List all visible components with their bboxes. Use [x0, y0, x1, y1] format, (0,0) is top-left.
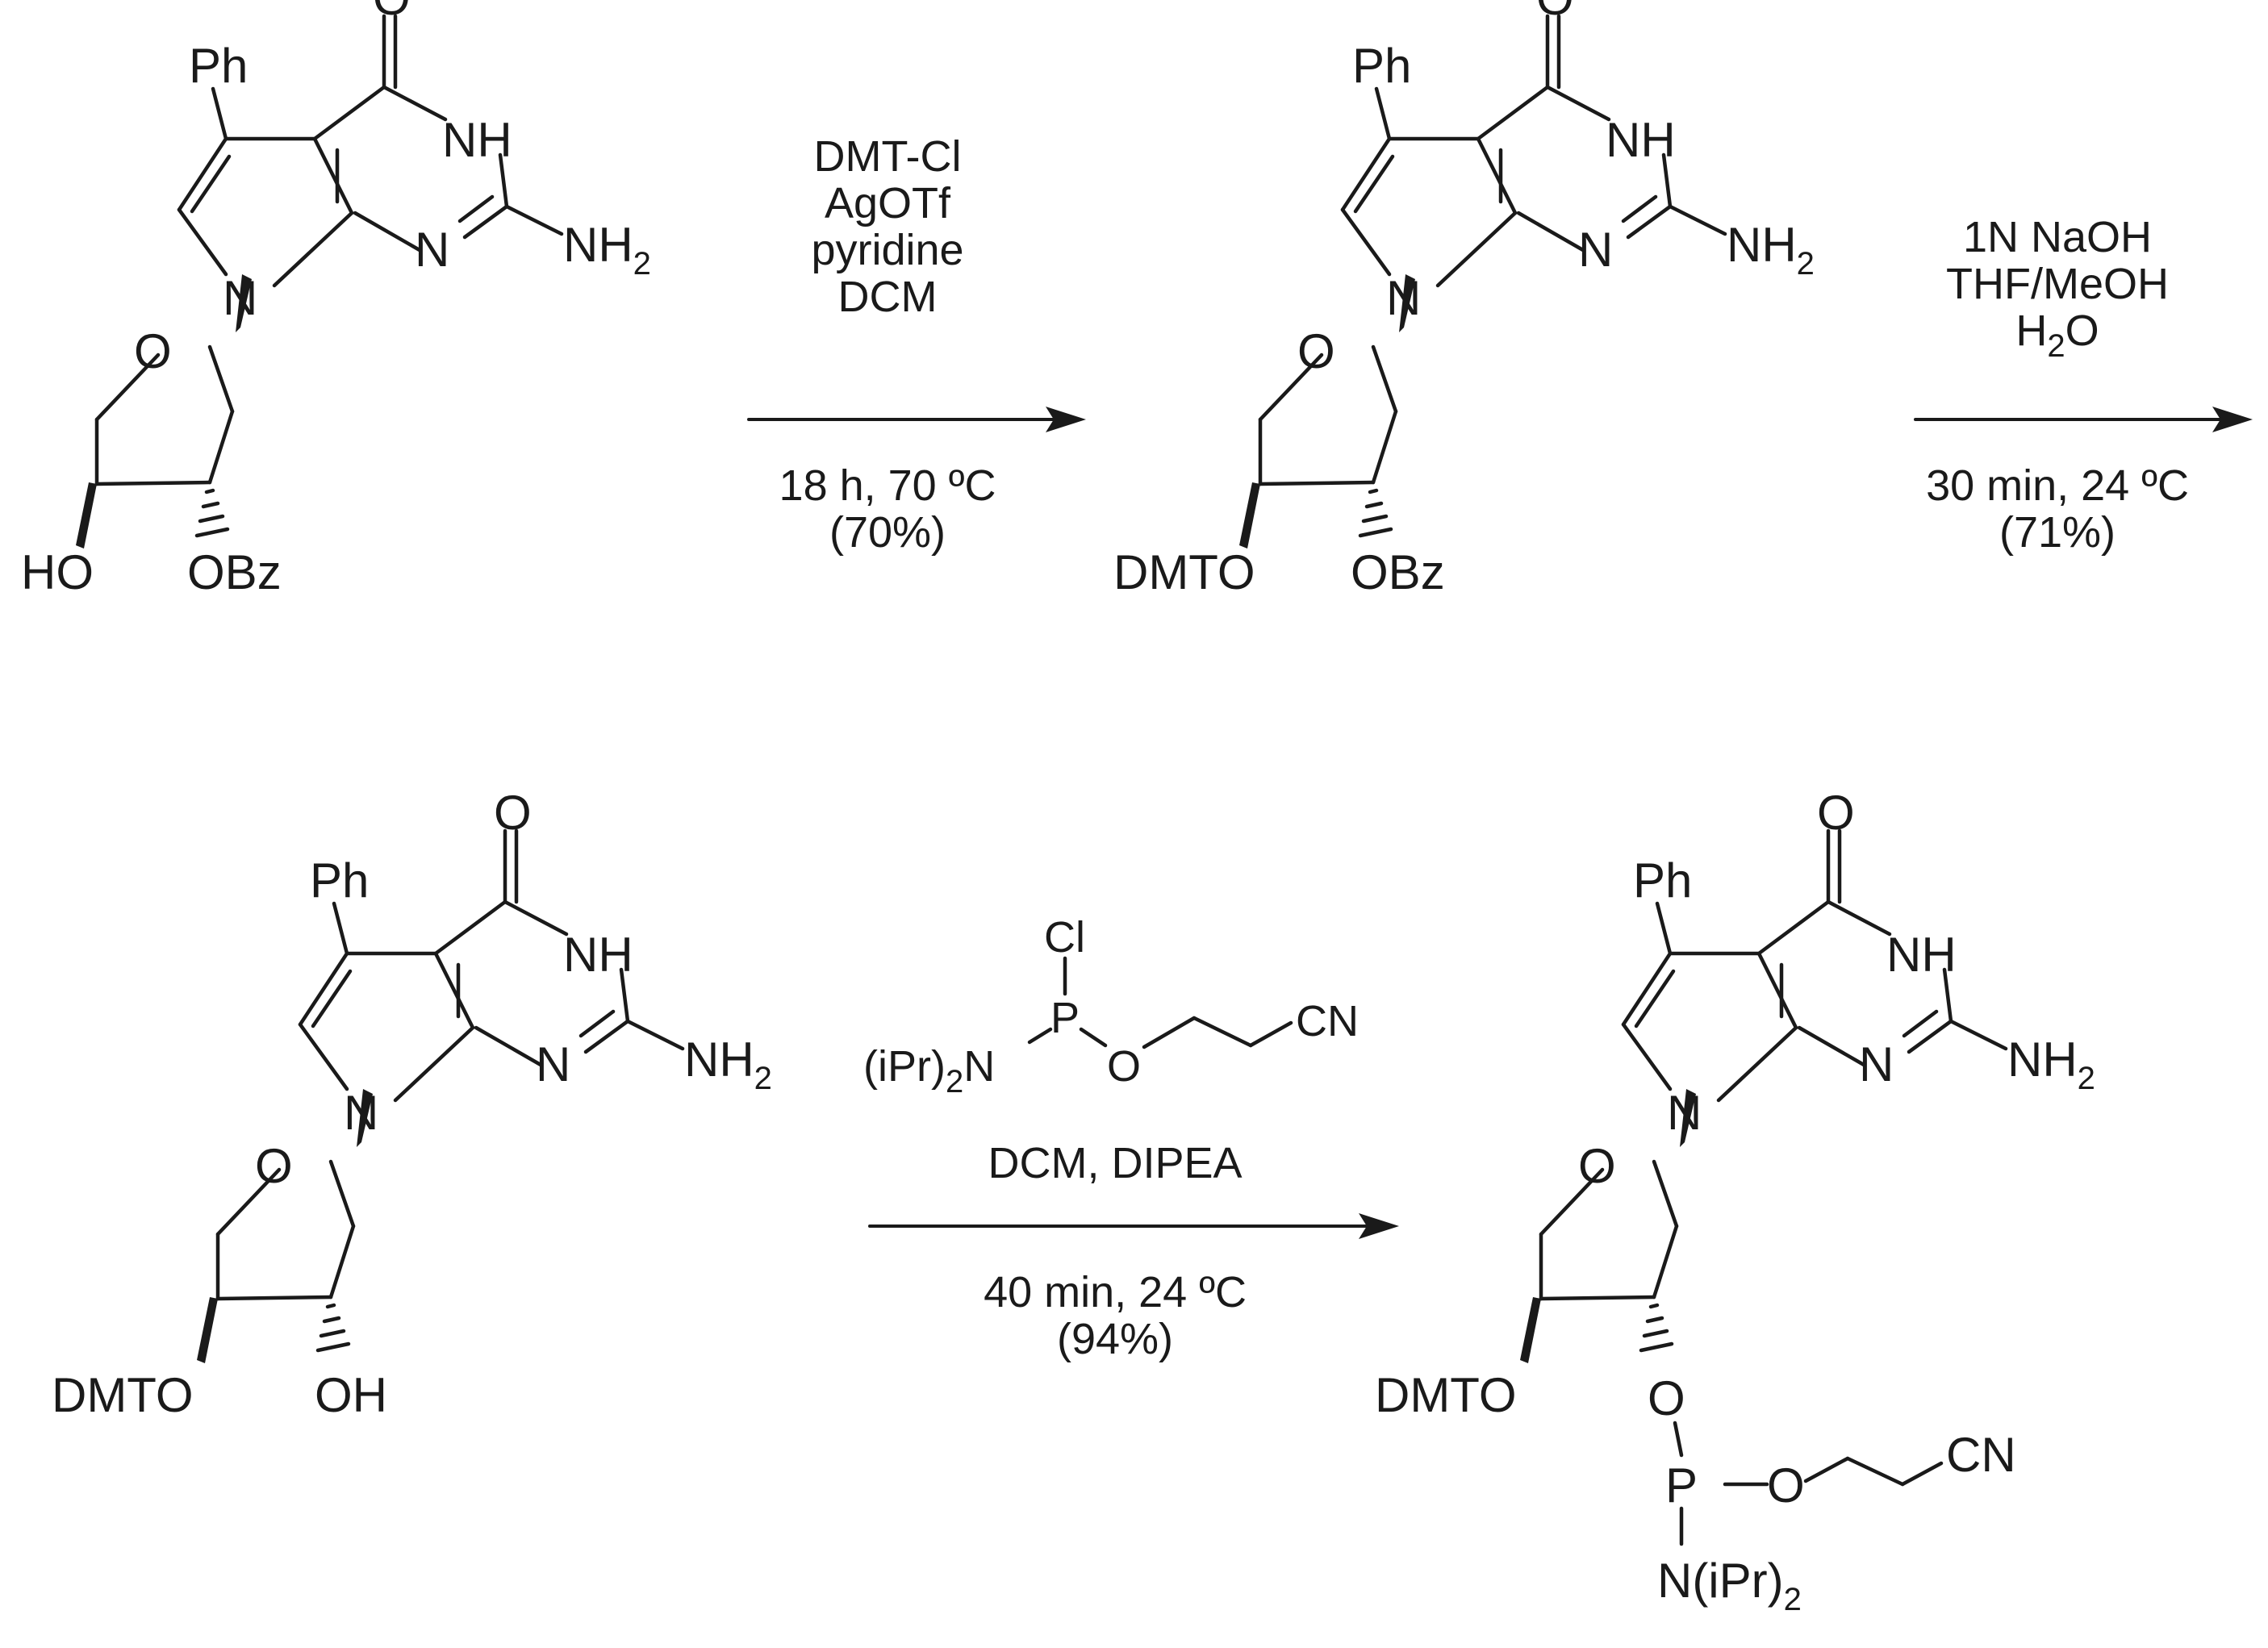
phenyl-label: Ph — [1633, 853, 1692, 907]
p-label: P — [1665, 1458, 1698, 1512]
n3-label: N — [415, 223, 449, 277]
n3-label: N — [1859, 1037, 1894, 1091]
carbonyl-o-label: O — [1817, 786, 1855, 840]
reagent-line: DMT-Cl — [814, 132, 962, 181]
c3-substituent-label: HO — [21, 545, 94, 599]
phenyl-label: Ph — [189, 39, 248, 93]
amine-label: NH2 — [1727, 218, 1815, 282]
c3-substituent-label: DMTO — [52, 1368, 194, 1422]
reaction-step-2: 1N NaOH THF/MeOH H2O 30 min, 24 ºC (71%) — [1914, 213, 2253, 557]
n-ipr-label: N(iPr)2 — [1657, 1554, 1802, 1617]
c3-substituent-label: DMTO — [1375, 1368, 1517, 1422]
compound-2: Ph O NH N N NH2 O DMTO OBz — [1113, 0, 1815, 599]
phenyl-label: Ph — [310, 853, 369, 907]
n7-label: N — [344, 1086, 378, 1140]
conditions-label: 18 h, 70 ºC — [779, 461, 996, 510]
nh-label: NH — [1606, 113, 1676, 167]
reagent-water: H2O — [2015, 307, 2099, 364]
c2-substituent-label: OBz — [187, 545, 282, 599]
o-label: O — [1107, 1042, 1141, 1091]
nh-label: NH — [442, 113, 512, 167]
n7-label: N — [1386, 271, 1421, 325]
carbonyl-o-label: O — [494, 786, 532, 840]
phenyl-label: Ph — [1352, 39, 1411, 93]
n7-label: N — [223, 271, 257, 325]
compound-1: Ph O NH N N NH2 O HO OBz — [21, 0, 651, 599]
yield-label: (94%) — [1057, 1315, 1173, 1363]
yield-label: (70%) — [829, 508, 946, 557]
cn-label: CN — [1296, 997, 1359, 1045]
cn-label: CN — [1946, 1428, 2016, 1482]
reagent-line: AgOTf — [825, 179, 951, 227]
reaction-step-1: DMT-Cl AgOTf pyridine DCM 18 h, 70 ºC (7… — [747, 132, 1086, 557]
carbonyl-o-label: O — [1536, 0, 1574, 25]
c3-substituent-label: DMTO — [1113, 545, 1255, 599]
n3-label: N — [1578, 223, 1613, 277]
ring-o-label: O — [134, 324, 172, 378]
amine-label: NH2 — [684, 1033, 772, 1096]
reagent-line: 1N NaOH — [1963, 213, 2152, 261]
phosphitylating-reagent: Cl P (iPr)2N O CN — [863, 913, 1359, 1099]
reagent-line: DCM, DIPEA — [988, 1139, 1242, 1187]
n7-label: N — [1667, 1086, 1702, 1140]
c2-substituent-label: OBz — [1351, 545, 1445, 599]
reagent-line: THF/MeOH — [1946, 260, 2169, 308]
reaction-step-3: Cl P (iPr)2N O CN DCM, DIPEA 40 min, 24 … — [863, 913, 1399, 1363]
yield-label: (71%) — [1999, 508, 2116, 557]
ring-o-label: O — [1297, 324, 1335, 378]
reagent-line: DCM — [838, 273, 938, 321]
p-o-label: O — [1767, 1458, 1805, 1512]
c2-substituent-label: OH — [315, 1368, 387, 1422]
nh-label: NH — [1886, 928, 1957, 982]
p-label: P — [1050, 994, 1080, 1042]
conditions-label: 30 min, 24 ºC — [1926, 461, 2189, 510]
nh-label: NH — [563, 928, 633, 982]
reagent-line: pyridine — [811, 226, 963, 274]
amine-label: (iPr)2N — [863, 1042, 995, 1099]
amine-label: NH2 — [563, 218, 651, 282]
c2-o-label: O — [1648, 1371, 1685, 1425]
n3-label: N — [536, 1037, 570, 1091]
cl-label: Cl — [1044, 913, 1085, 962]
ring-o-label: O — [1578, 1139, 1616, 1193]
compound-4: Ph O NH N N NH2 O DMTO O P O CN N(iPr)2 — [1375, 786, 2095, 1617]
amine-label: NH2 — [2007, 1033, 2095, 1096]
ring-o-label: O — [255, 1139, 293, 1193]
carbonyl-o-label: O — [373, 0, 411, 25]
compound-3: Ph O NH N N NH2 O DMTO OH — [52, 786, 772, 1422]
conditions-label: 40 min, 24 ºC — [984, 1268, 1247, 1316]
